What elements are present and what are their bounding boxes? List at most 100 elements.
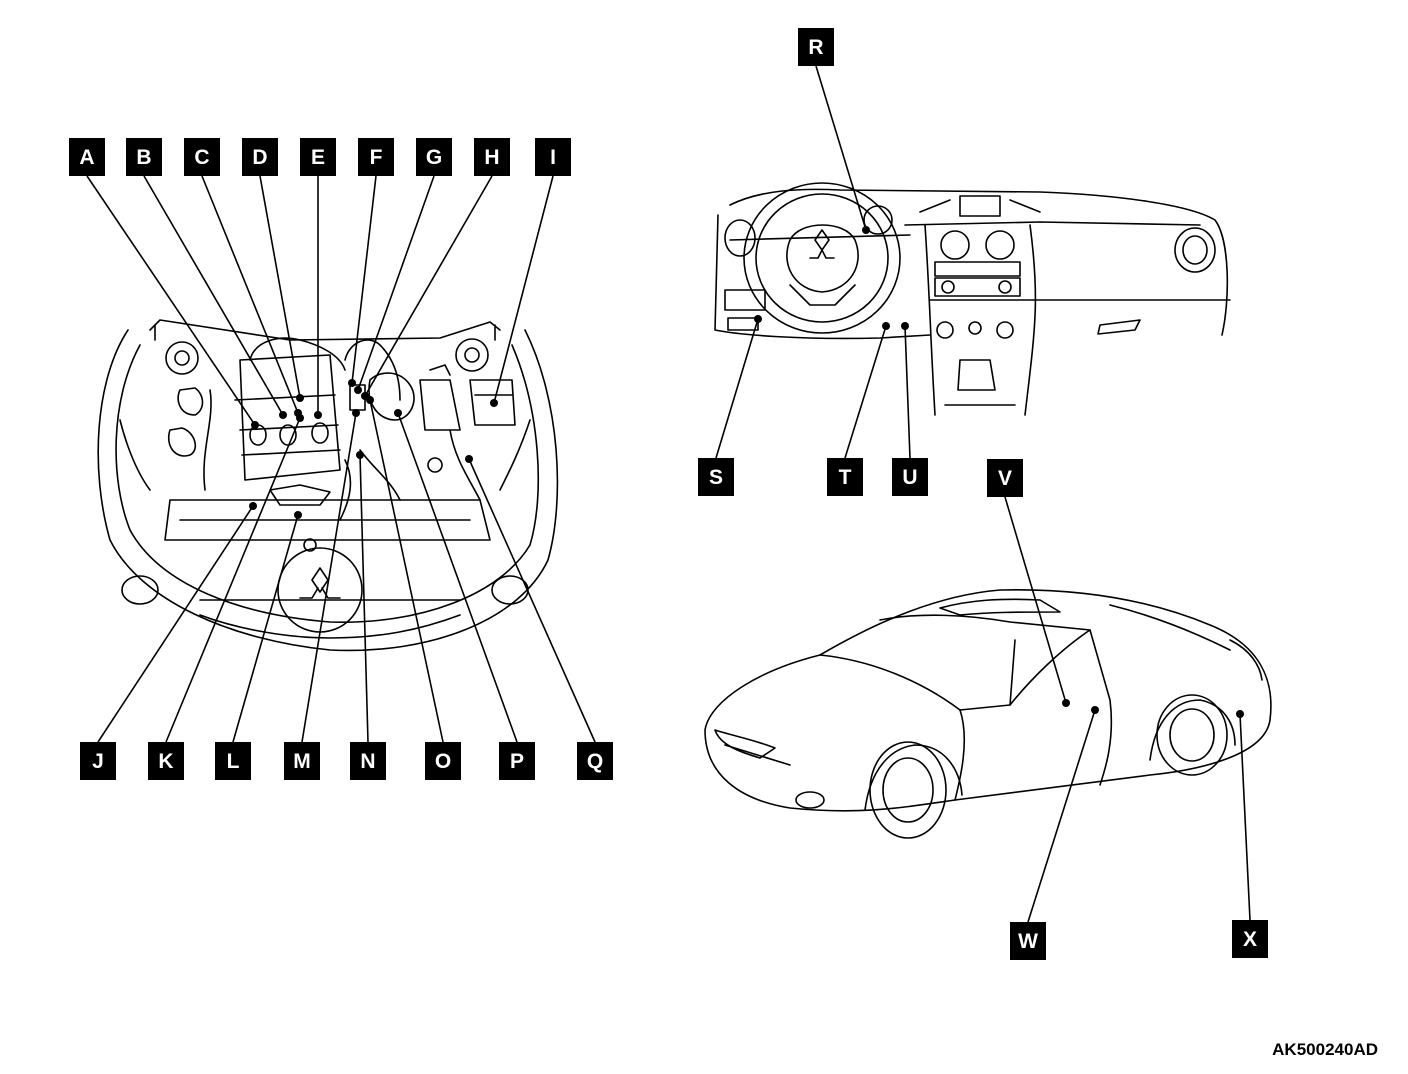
- svg-text:H: H: [484, 146, 499, 169]
- callout-g: G: [416, 138, 452, 176]
- point-u: [901, 322, 909, 330]
- leader-m: [301, 412, 357, 743]
- callout-h: H: [474, 138, 510, 176]
- callout-w: W: [1010, 922, 1046, 960]
- svg-text:A: A: [79, 146, 94, 169]
- svg-text:U: U: [902, 466, 917, 489]
- vehicle-illustration: [704, 588, 1272, 839]
- point-o: [366, 396, 374, 404]
- leader-h: [364, 175, 493, 397]
- point-m: [352, 409, 360, 417]
- leader-a: [86, 175, 256, 426]
- point-s: [754, 315, 762, 323]
- leader-q: [468, 458, 596, 743]
- leader-f: [351, 175, 377, 384]
- callout-i: I: [535, 138, 571, 176]
- svg-text:R: R: [808, 36, 823, 59]
- svg-text:S: S: [709, 466, 723, 489]
- point-i: [490, 399, 498, 407]
- leader-lines: [86, 65, 1251, 923]
- leader-x: [1239, 713, 1251, 921]
- leader-p: [397, 412, 518, 743]
- point-f: [348, 379, 356, 387]
- point-j: [249, 502, 257, 510]
- callout-d: D: [242, 138, 278, 176]
- callout-e: E: [300, 138, 336, 176]
- callout-a: A: [69, 138, 105, 176]
- callout-c: C: [184, 138, 220, 176]
- callout-v: V: [987, 459, 1023, 497]
- callout-t: T: [827, 458, 863, 496]
- svg-text:X: X: [1243, 928, 1257, 951]
- point-t: [882, 322, 890, 330]
- callout-x: X: [1232, 920, 1268, 958]
- svg-text:F: F: [370, 146, 383, 169]
- leader-u: [904, 325, 911, 459]
- leader-t: [844, 325, 887, 459]
- svg-text:K: K: [158, 750, 173, 773]
- callout-j: J: [80, 742, 116, 780]
- svg-text:W: W: [1018, 930, 1038, 953]
- leader-b: [143, 175, 284, 416]
- leader-v: [1004, 496, 1067, 704]
- callout-l: L: [215, 742, 251, 780]
- svg-text:V: V: [998, 467, 1012, 490]
- leader-l: [232, 514, 299, 743]
- point-r: [862, 226, 870, 234]
- leader-r: [815, 65, 867, 231]
- point-l: [294, 511, 302, 519]
- engine-bay-illustration: [97, 319, 559, 652]
- component-points: [249, 226, 1244, 718]
- svg-text:P: P: [510, 750, 524, 773]
- point-w: [1091, 706, 1099, 714]
- point-d: [296, 394, 304, 402]
- leader-s: [715, 318, 759, 459]
- leader-k: [165, 417, 301, 743]
- callout-r: R: [798, 28, 834, 66]
- callout-labels: A B C D E F G H I J K L M N O P Q R S T …: [69, 28, 1268, 960]
- point-k: [296, 414, 304, 422]
- point-v: [1062, 699, 1070, 707]
- point-p: [394, 409, 402, 417]
- point-n: [356, 451, 364, 459]
- callout-k: K: [148, 742, 184, 780]
- callout-p: P: [499, 742, 535, 780]
- leader-c: [201, 175, 299, 414]
- callout-n: N: [350, 742, 386, 780]
- leader-n: [359, 454, 369, 743]
- svg-text:Q: Q: [587, 750, 603, 773]
- svg-text:B: B: [136, 146, 151, 169]
- callout-s: S: [698, 458, 734, 496]
- callout-u: U: [892, 458, 928, 496]
- point-a: [251, 421, 259, 429]
- svg-text:O: O: [435, 750, 451, 773]
- svg-text:N: N: [360, 750, 375, 773]
- leader-g: [357, 175, 435, 391]
- leader-i: [493, 175, 554, 404]
- callout-o: O: [425, 742, 461, 780]
- point-q: [465, 455, 473, 463]
- svg-text:E: E: [311, 146, 325, 169]
- leader-o: [369, 399, 444, 743]
- figure-reference-code: AK500240AD: [1272, 1040, 1378, 1059]
- svg-text:G: G: [426, 146, 442, 169]
- svg-text:I: I: [550, 146, 556, 169]
- leader-j: [97, 505, 254, 743]
- point-e: [314, 411, 322, 419]
- svg-text:T: T: [839, 466, 852, 489]
- point-g: [354, 386, 362, 394]
- leader-w: [1027, 709, 1096, 923]
- svg-text:C: C: [194, 146, 209, 169]
- callout-m: M: [284, 742, 320, 780]
- svg-text:M: M: [293, 750, 311, 773]
- svg-text:L: L: [227, 750, 240, 773]
- point-x: [1236, 710, 1244, 718]
- callout-f: F: [358, 138, 394, 176]
- svg-text:J: J: [92, 750, 104, 773]
- callout-b: B: [126, 138, 162, 176]
- point-b: [279, 411, 287, 419]
- svg-text:D: D: [252, 146, 267, 169]
- dashboard-illustration: [714, 182, 1231, 416]
- callout-q: Q: [577, 742, 613, 780]
